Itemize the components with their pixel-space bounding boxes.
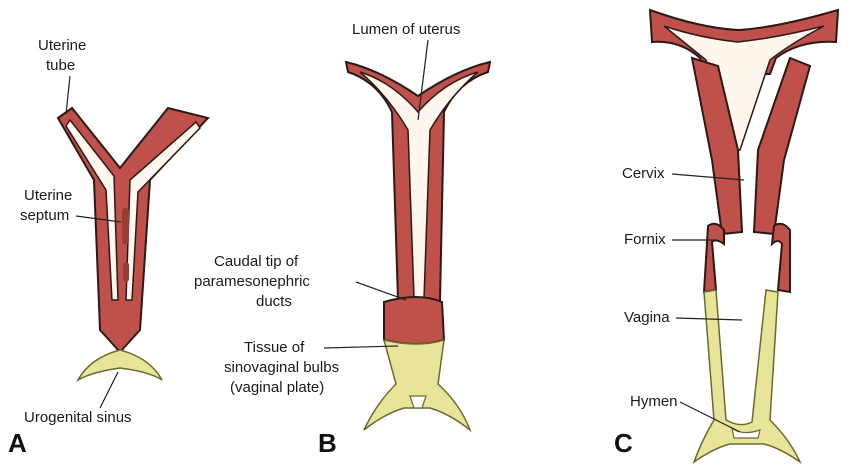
label-tissue-sinovaginal: Tissue of <box>244 339 305 356</box>
label-fornix: Fornix <box>624 231 666 248</box>
leader-urogenital-sinus <box>100 372 118 408</box>
panel-a-urogenital-sinus <box>78 350 162 380</box>
label-uterine-tube: Uterine <box>38 37 86 54</box>
panel-letter-b: B <box>318 428 337 458</box>
label-uterine-tube: tube <box>46 57 75 74</box>
label-uterine-septum: septum <box>20 207 69 224</box>
panel-a-septum-remnant <box>123 262 129 282</box>
label-caudal-tip: ducts <box>256 293 292 310</box>
panel-c-fornix <box>772 224 790 292</box>
label-caudal-tip: Caudal tip of <box>214 253 299 270</box>
panel-b-caudal-tip <box>384 297 444 344</box>
panel-letter-a: A <box>8 428 27 458</box>
label-caudal-tip: paramesonephric <box>194 273 310 290</box>
panel-b: Lumen of uterus Caudal tip of paramesone… <box>194 21 490 458</box>
label-lumen-of-uterus: Lumen of uterus <box>352 21 460 38</box>
label-vagina: Vagina <box>624 309 670 326</box>
label-uterine-septum: Uterine <box>24 187 72 204</box>
label-hymen: Hymen <box>630 393 678 410</box>
panel-letter-c: C <box>614 428 633 458</box>
label-tissue-sinovaginal: sinovaginal bulbs <box>224 359 339 376</box>
label-cervix: Cervix <box>622 165 665 182</box>
label-tissue-sinovaginal: (vaginal plate) <box>230 379 324 396</box>
panel-a-septum-remnant <box>122 208 129 244</box>
panel-a: Uterine tube Uterine septum Urogenital s… <box>8 37 208 458</box>
panel-c-fornix <box>704 224 724 292</box>
leader-uterine-tube <box>66 76 70 114</box>
label-urogenital-sinus: Urogenital sinus <box>24 409 132 426</box>
panel-b-vaginal-plate <box>364 340 470 430</box>
panel-c: Cervix Fornix Vagina Hymen C <box>614 10 838 462</box>
